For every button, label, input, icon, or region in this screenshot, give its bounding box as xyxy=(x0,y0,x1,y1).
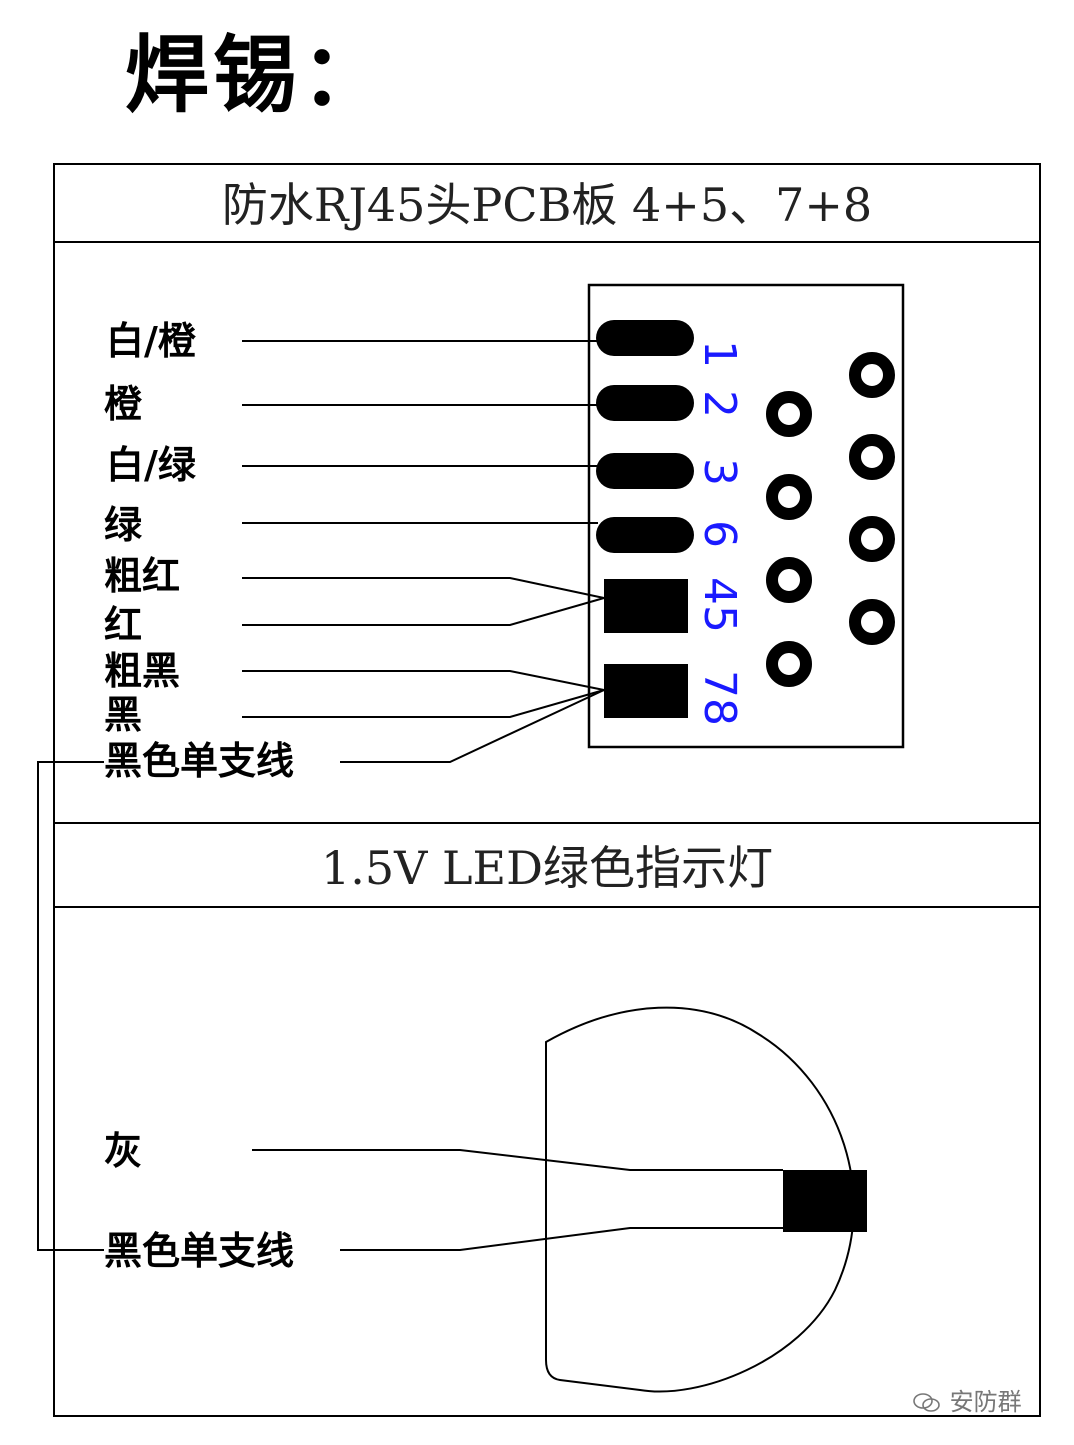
wire-label-white-green: 白/绿 xyxy=(106,443,196,487)
wire-label-red: 红 xyxy=(104,603,143,647)
pin-number-78: 78 xyxy=(694,670,745,726)
via-hole xyxy=(849,516,895,562)
led-body xyxy=(545,1006,855,1393)
pin-number-45: 45 xyxy=(694,577,745,633)
leader-thick-red xyxy=(242,577,605,599)
via-hole xyxy=(849,352,895,398)
led-pad xyxy=(783,1170,867,1232)
wire-label-black-single: 黑色单支线 xyxy=(104,739,295,783)
pin-number-1: 1 xyxy=(694,340,745,368)
pad-45 xyxy=(604,579,688,633)
diagram-frame xyxy=(53,163,1041,1417)
pin-number-3: 3 xyxy=(694,458,745,486)
pad-6 xyxy=(596,517,694,553)
wire-label-thick-red: 粗红 xyxy=(104,554,181,598)
led-label-black-single: 黑色单支线 xyxy=(104,1229,295,1273)
led-section-header: 1.5V LED绿色指示灯 xyxy=(53,822,1041,908)
via-hole xyxy=(766,557,812,603)
leader-led-black-single xyxy=(340,1227,783,1251)
via-hole xyxy=(849,599,895,645)
wire-label-green: 绿 xyxy=(104,503,143,547)
wire-label-orange: 橙 xyxy=(104,382,143,426)
pad-78 xyxy=(604,664,688,718)
pin-number-2: 2 xyxy=(694,390,745,418)
wire-label-black: 黑 xyxy=(104,693,143,737)
leader-red xyxy=(242,597,605,626)
led-label-gray: 灰 xyxy=(104,1129,143,1173)
page-title: 焊锡： xyxy=(125,26,390,124)
pcb-board-outline xyxy=(587,283,905,749)
pad-1 xyxy=(596,320,694,356)
watermark: 安防群 xyxy=(912,1382,1022,1417)
leader-thick-black xyxy=(242,670,605,691)
leader-gray xyxy=(252,1149,783,1171)
via-hole xyxy=(766,474,812,520)
wire-label-white-orange: 白/橙 xyxy=(106,319,196,363)
pcb-section-header: 防水RJ45头PCB板 4+5、7+8 xyxy=(53,165,1041,243)
leader-black-single xyxy=(340,689,605,763)
pin-number-6: 6 xyxy=(694,520,745,548)
wechat-icon xyxy=(913,1393,940,1412)
via-hole xyxy=(849,434,895,480)
leader-black xyxy=(242,689,605,718)
watermark-text: 安防群 xyxy=(949,1388,1022,1416)
pad-2 xyxy=(596,385,694,421)
via-hole xyxy=(766,641,812,687)
pad-3 xyxy=(596,453,694,489)
wire-label-thick-black: 粗黑 xyxy=(104,649,181,693)
black-single-wire-link xyxy=(37,761,104,1251)
via-hole xyxy=(766,391,812,437)
